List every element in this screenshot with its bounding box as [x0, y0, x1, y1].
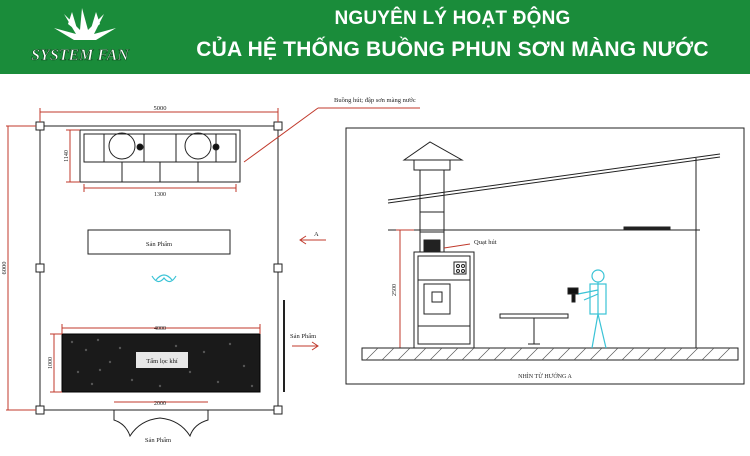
plan-height-dim: 6000	[1, 262, 8, 275]
booth-width-dim: 1300	[154, 192, 166, 198]
spray-worker-icon	[577, 269, 607, 349]
work-table	[499, 313, 569, 345]
plan-view	[6, 107, 420, 438]
view-arrow-a	[299, 235, 326, 245]
arrow-a-label: A	[314, 231, 319, 238]
booth-height-dim: 1140	[64, 150, 70, 162]
exhaust-chimney	[402, 141, 464, 253]
header-banner: SYSTEM FAN NGUYÊN LÝ HOẠT ĐỘNG CỦA HỆ TH…	[0, 0, 750, 74]
product-exit-arrow	[292, 341, 319, 351]
booth-label: Buồng hút; đập sơn màng nước	[334, 97, 416, 104]
fan-star-icon	[54, 8, 116, 40]
product-label-top: Sản Phẩm	[146, 241, 172, 248]
door-width-dim: 2000	[154, 401, 166, 407]
filter-width-dim: 4000	[154, 326, 166, 332]
elevation-height-dim: 2500	[392, 284, 398, 296]
view-label: NHÌN TỪ HƯỚNG A	[518, 372, 572, 380]
product-label-bottom: Sản Phẩm	[145, 437, 171, 444]
elevation-view	[345, 127, 745, 385]
logo-text: SYSTEM FAN	[31, 47, 130, 64]
booth-elevation	[413, 251, 475, 349]
system-fan-logo: SYSTEM FAN	[10, 8, 150, 64]
title-line-2: CỦA HỆ THỐNG BUỒNG PHUN SƠN MÀNG NƯỚC	[196, 38, 709, 61]
floor-slab	[361, 347, 739, 361]
title-line-1: NGUYÊN LÝ HOẠT ĐỘNG	[334, 8, 571, 29]
filter-label: Tấm lọc khí	[146, 358, 178, 365]
plan-width-dim: 5000	[154, 105, 167, 112]
elevation-frame	[345, 127, 745, 385]
fan-label: Quạt hút	[474, 239, 497, 246]
product-box-top	[87, 229, 231, 255]
spray-gun-icon	[567, 287, 579, 303]
fan-symbol-icon	[151, 274, 177, 283]
paint-booth-unit	[79, 129, 241, 183]
technical-diagram: 5000 6000 Buồng hút; đập sơn màng nước 1…	[1, 97, 745, 444]
filter-height-dim: 1000	[48, 357, 54, 369]
product-label-right: Sản Phẩm	[290, 333, 316, 340]
bottom-door	[113, 410, 209, 438]
